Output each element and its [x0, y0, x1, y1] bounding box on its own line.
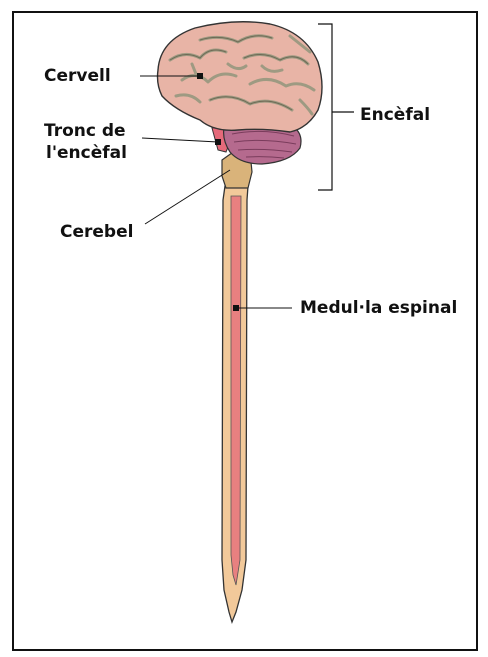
label-medulla: Medul·la espinal [300, 298, 457, 319]
label-encefal: Encèfal [360, 105, 430, 126]
cerebel-leader [145, 170, 230, 224]
label-tronc-line2: l'encèfal [46, 143, 127, 164]
label-cervell: Cervell [44, 66, 111, 87]
spinal-cord-inner [231, 196, 241, 585]
label-cerebel: Cerebel [60, 222, 133, 243]
cerebrum [158, 22, 323, 132]
tronc-marker [215, 139, 221, 145]
encefal-bracket [318, 24, 354, 190]
tronc-leader [142, 138, 218, 142]
label-tronc-line1: Tronc de [44, 121, 126, 142]
cervell-marker [197, 73, 203, 79]
medulla-marker [233, 305, 239, 311]
